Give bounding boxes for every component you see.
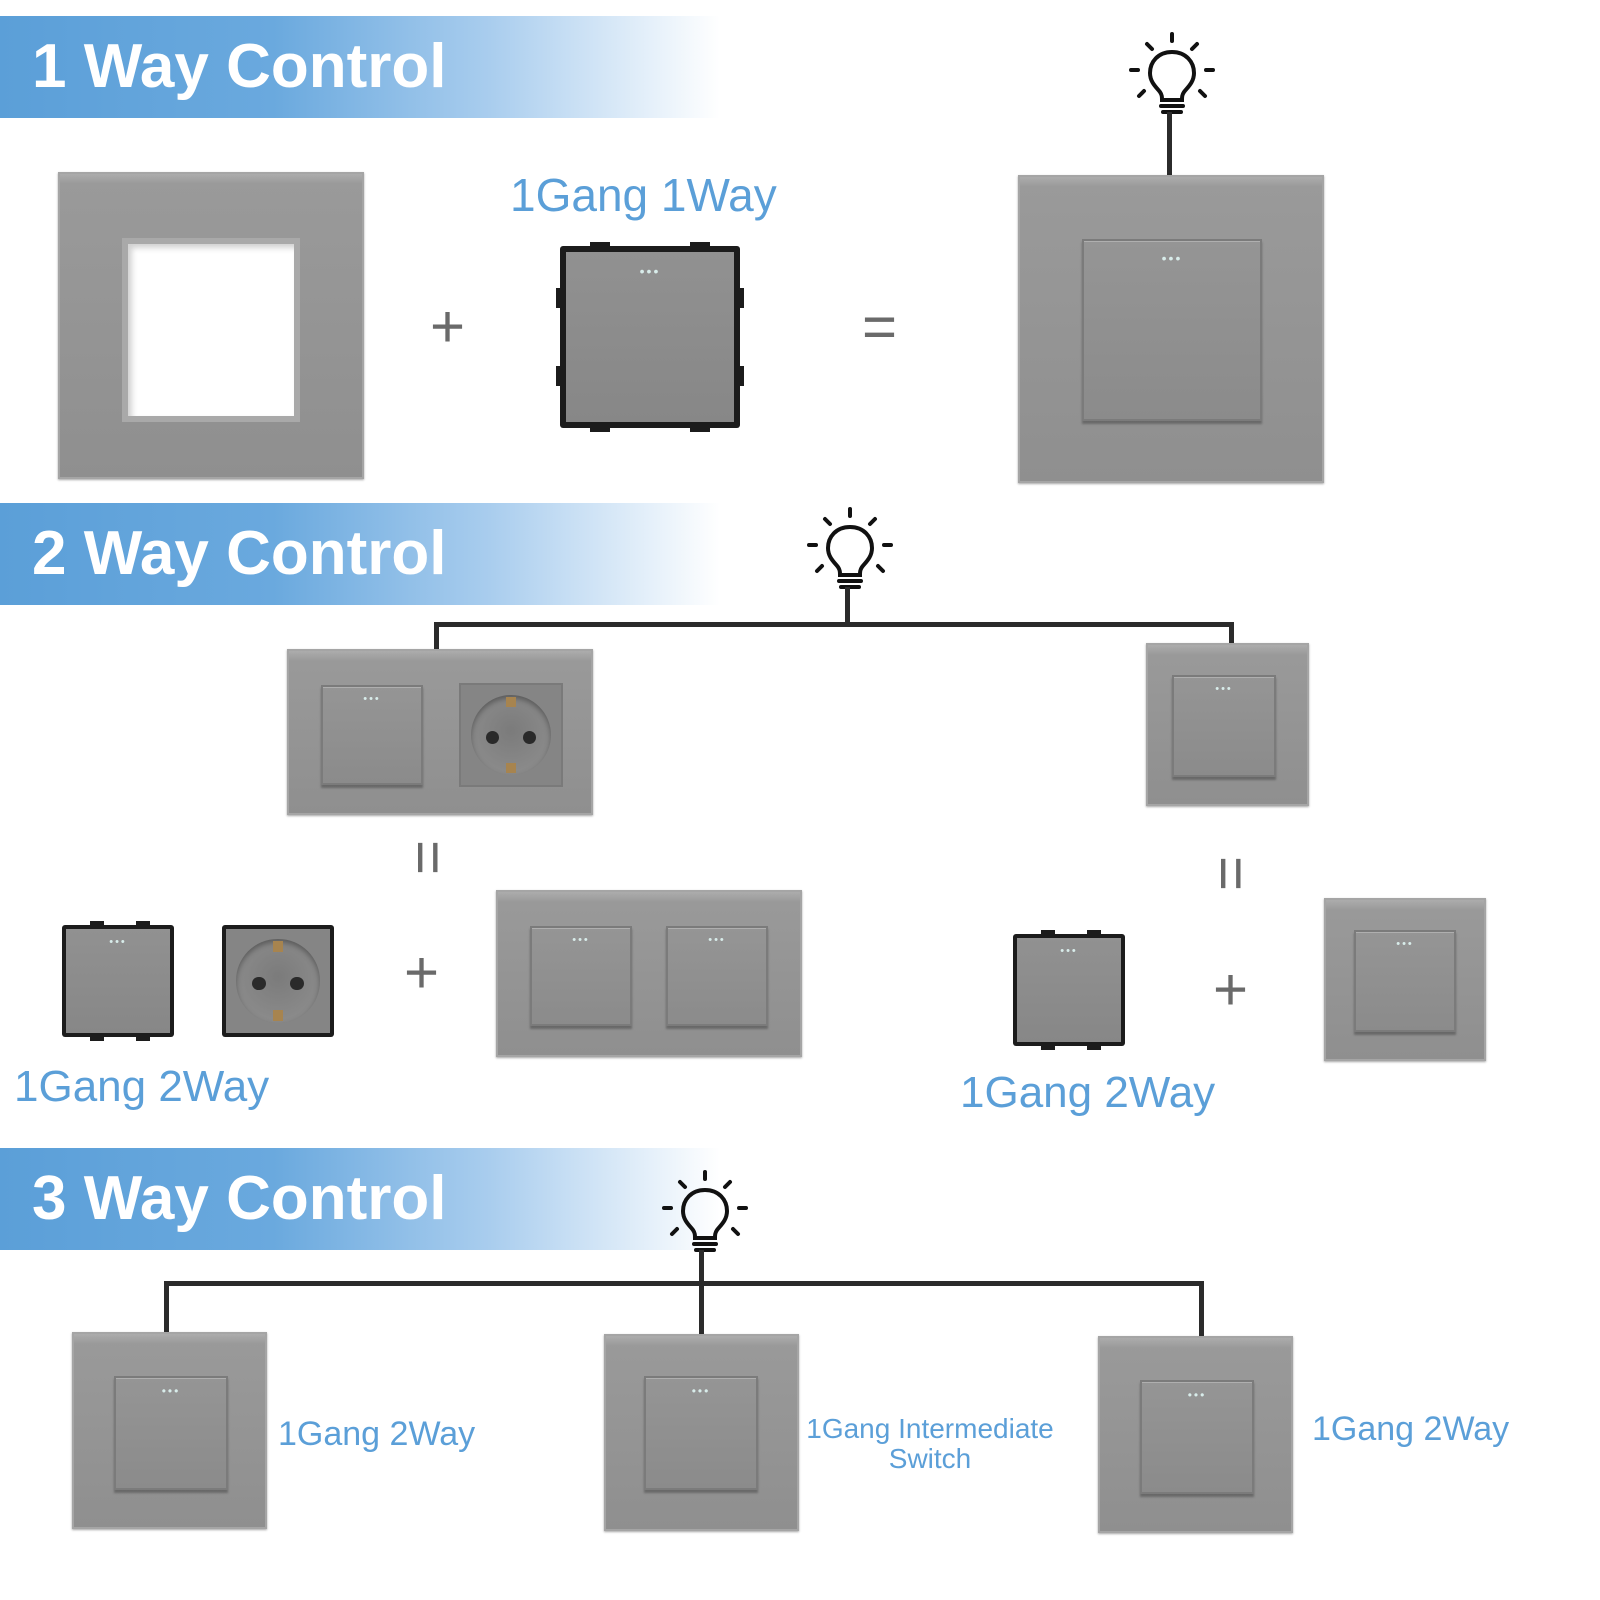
assembled-switch-panel: •••	[1018, 175, 1324, 483]
module-label: 1Gang 2Way	[14, 1062, 270, 1111]
section-title: 1 Way Control	[32, 32, 447, 101]
wire	[1167, 112, 1172, 176]
switch-panel-left: •••	[72, 1332, 267, 1529]
switch-label: 1Gang 2Way	[1312, 1410, 1510, 1448]
frame-opening	[122, 238, 300, 422]
section-banner-3-way: 3 Way Control	[0, 1148, 720, 1250]
module-label: 1Gang 2Way	[960, 1068, 1216, 1117]
switch-rocker: •••	[321, 685, 423, 785]
wire	[164, 1281, 1204, 1286]
single-switch-panel: •••	[1146, 643, 1309, 806]
section-banner-2-way: 2 Way Control	[0, 503, 720, 605]
equals-sign: =	[395, 840, 462, 876]
wire	[434, 622, 1234, 627]
switch-module: •••	[560, 246, 740, 428]
plus-sign: +	[1213, 956, 1249, 1023]
equals-sign: =	[1198, 856, 1265, 892]
section-title: 2 Way Control	[32, 519, 447, 588]
section-title: 3 Way Control	[32, 1164, 447, 1233]
switch-label: 1Gang Intermediate Switch	[806, 1413, 1054, 1474]
equals-sign: =	[862, 293, 898, 360]
switch-socket-panel: •••	[287, 649, 593, 815]
schuko-socket	[459, 683, 563, 787]
switch-panel-right: •••	[1098, 1336, 1293, 1533]
single-switch-frame: •••	[1324, 898, 1486, 1061]
blank-glass-frame	[58, 172, 364, 479]
switch-label: 1Gang 2Way	[278, 1415, 476, 1453]
light-bulb-icon	[1127, 30, 1217, 122]
plus-sign: +	[430, 293, 466, 360]
switch-rocker: •••	[1082, 239, 1262, 421]
plus-sign: +	[404, 939, 440, 1006]
switch-module: •••	[1013, 934, 1125, 1046]
section-banner-1-way: 1 Way Control	[0, 16, 720, 118]
switch-rocker: •••	[1172, 675, 1276, 777]
module-face: •••	[566, 252, 734, 422]
switch-module: •••	[62, 925, 174, 1037]
switch-panel-middle: •••	[604, 1334, 799, 1531]
light-bulb-icon	[805, 505, 895, 597]
double-switch-frame: ••• •••	[496, 890, 802, 1057]
light-bulb-icon	[660, 1168, 750, 1260]
module-label: 1Gang 1Way	[510, 169, 777, 221]
socket-module	[222, 925, 334, 1037]
